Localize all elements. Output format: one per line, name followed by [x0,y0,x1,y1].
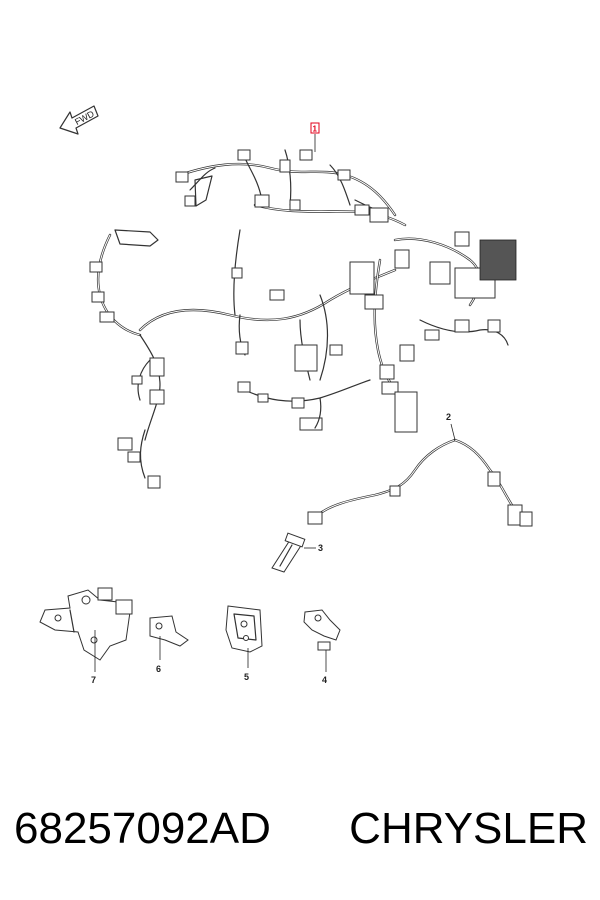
callout-5[interactable]: 5 [244,648,249,682]
bolt-stud [271,532,306,573]
footer: 68257092AD CHRYSLER [0,790,600,880]
fwd-arrow-icon: FWD [59,105,99,135]
callout-1[interactable]: 1 [310,122,320,152]
callout-4[interactable]: 4 [322,650,327,685]
bracket-large [39,587,133,661]
parts-diagram: FWD 1 [39,105,533,685]
svg-text:4: 4 [322,675,327,685]
bracket-l [303,609,341,651]
part-number: 68257092AD [14,804,271,853]
callout-6[interactable]: 6 [156,636,161,674]
fwd-label: FWD [73,108,96,127]
callout-7[interactable]: 7 [91,630,96,685]
svg-text:5: 5 [244,672,249,682]
svg-text:1: 1 [313,125,318,134]
jumper-harness [307,438,533,527]
svg-text:7: 7 [91,675,96,685]
svg-text:6: 6 [156,664,161,674]
callout-3[interactable]: 3 [304,543,323,553]
svg-text:3: 3 [318,543,323,553]
bracket-mounting [225,605,263,653]
svg-text:2: 2 [446,412,451,422]
engine-wiring-harness [89,149,517,489]
brand-name: CHRYSLER [349,804,588,853]
bracket-clip [149,615,189,647]
callout-2[interactable]: 2 [446,412,456,441]
